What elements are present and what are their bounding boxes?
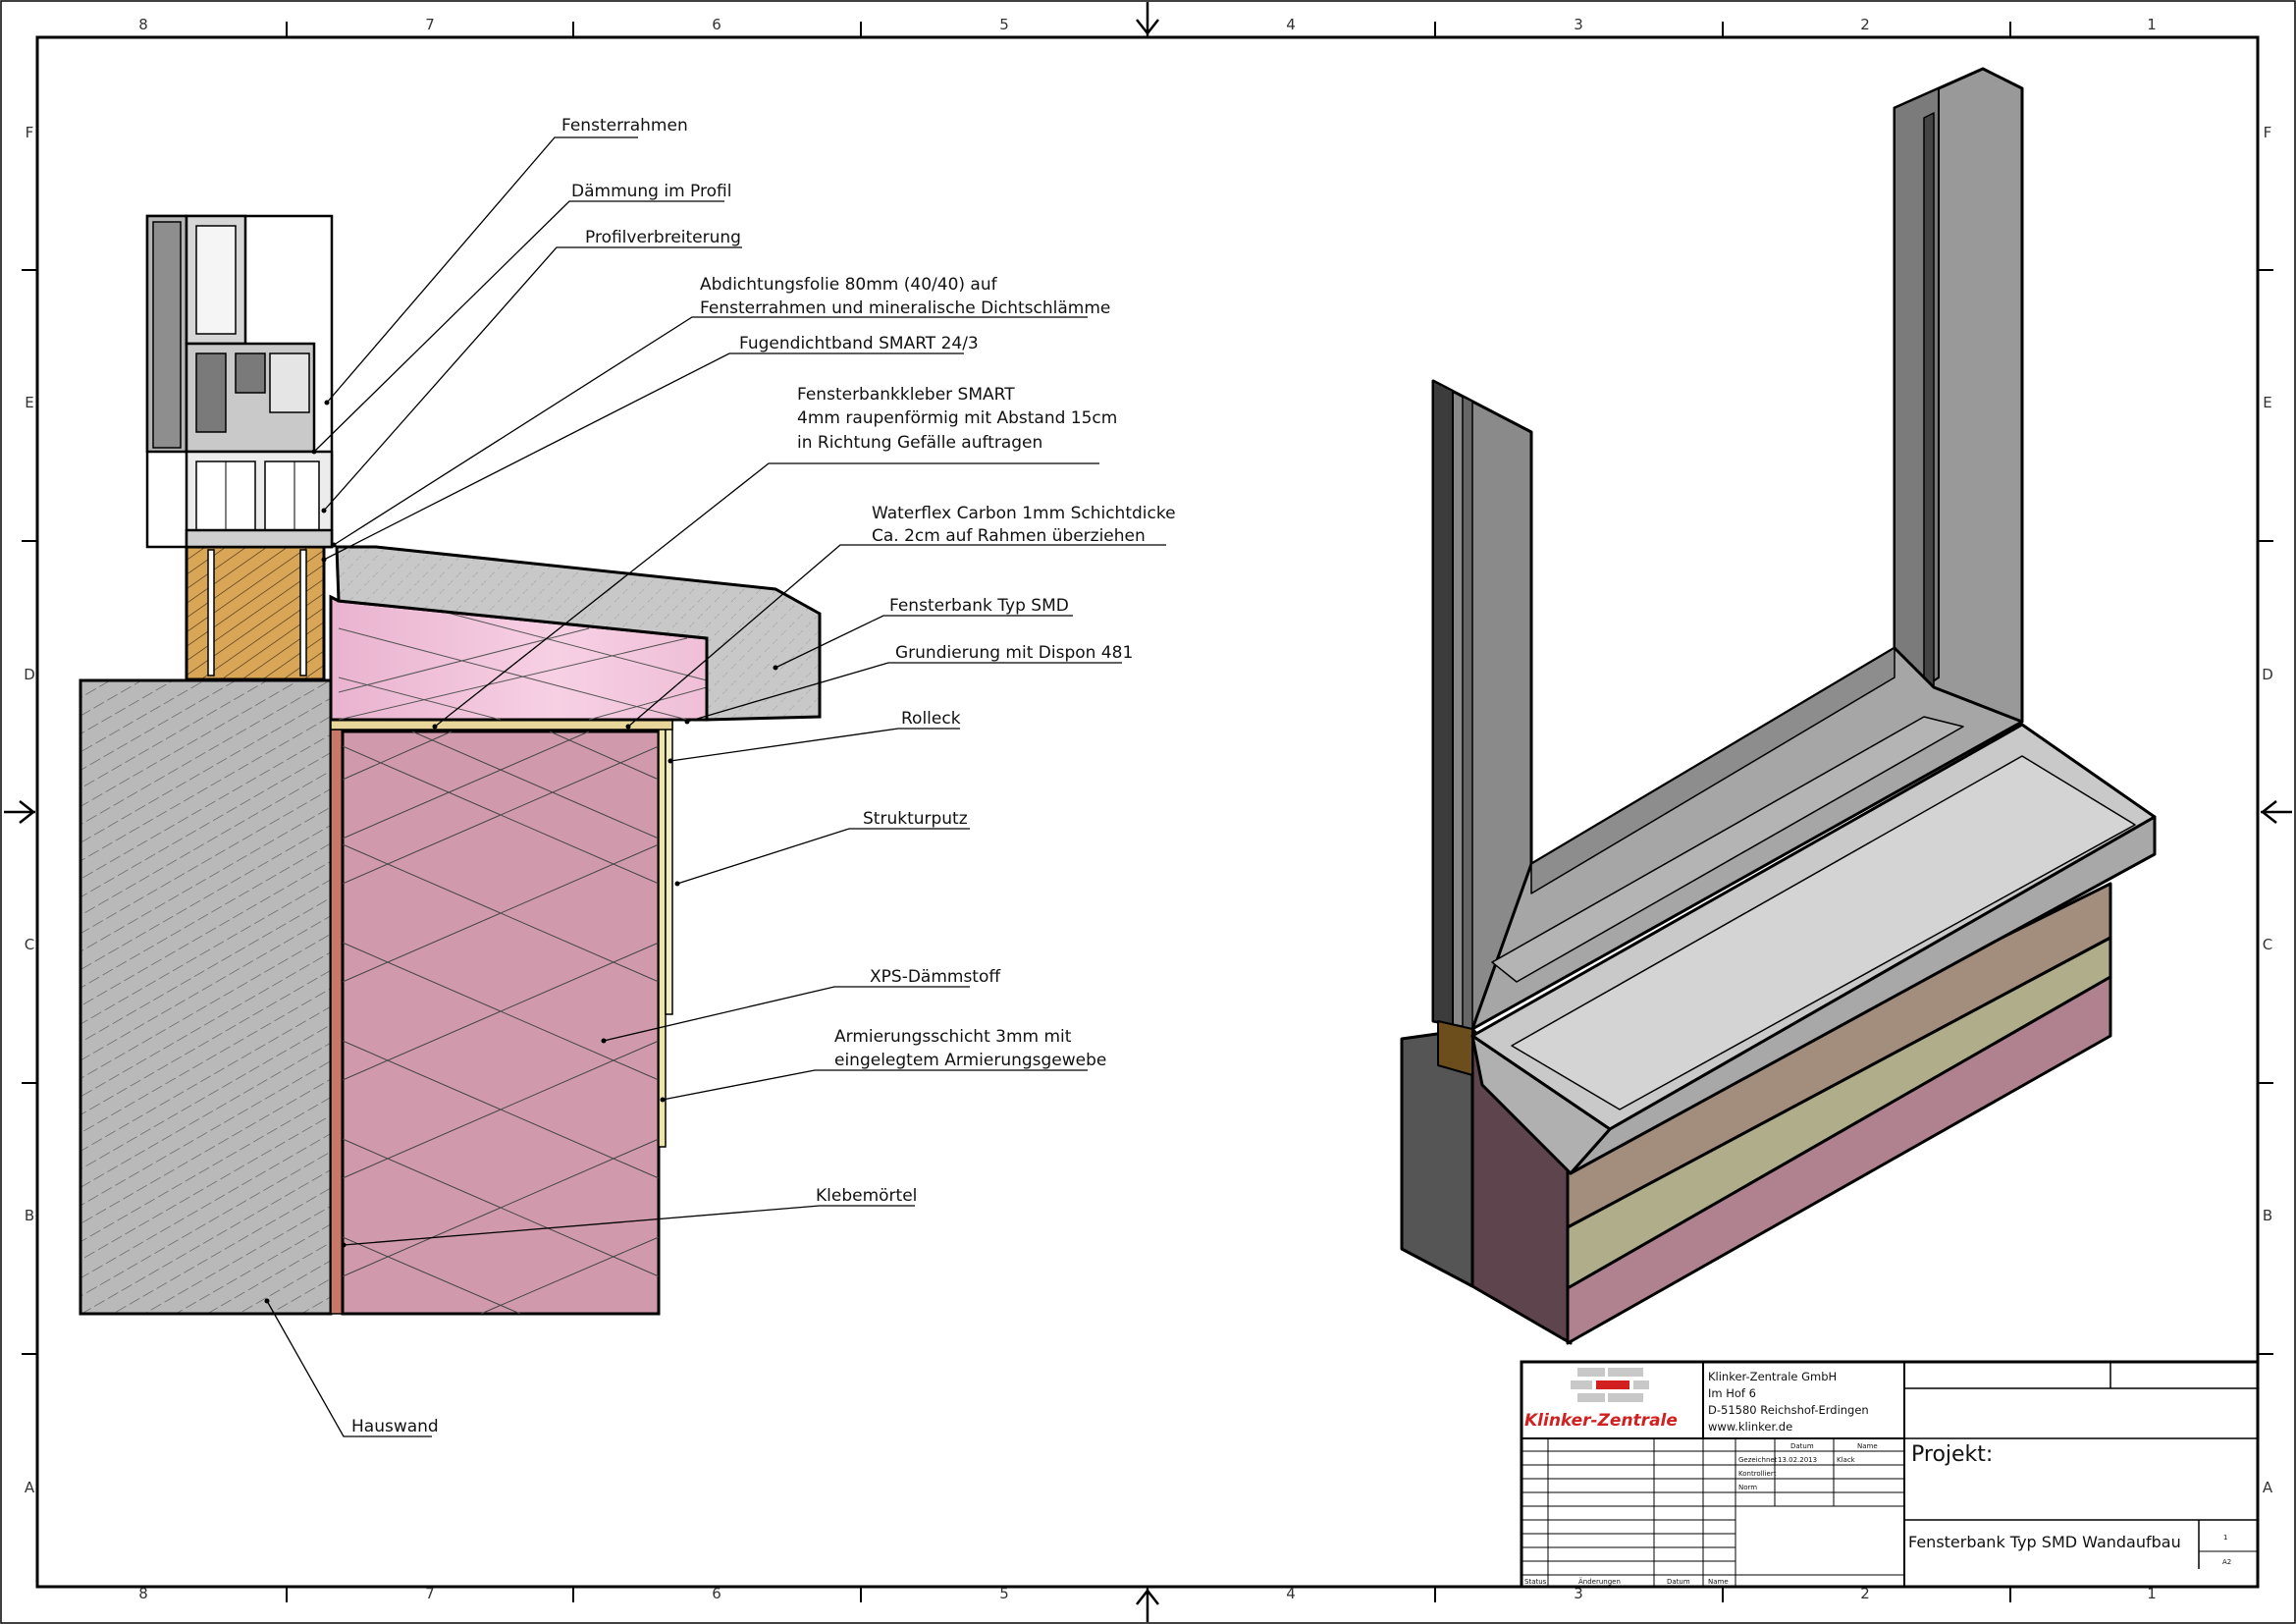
reinforcement-layer xyxy=(658,726,667,1148)
zone-row-C: C xyxy=(2263,936,2272,953)
zone-column-3: 3 xyxy=(1574,16,1583,33)
label-waterflex-2: Ca. 2cm auf Rahmen überziehen xyxy=(872,526,1146,546)
label-fensterbankkleber-2: 4mm raupenförmig mit Abstand 15cm xyxy=(797,408,1117,428)
zone-row-A: A xyxy=(2263,1479,2273,1496)
zone-row-F: F xyxy=(26,124,34,141)
drawn-name: Klack xyxy=(1837,1456,1856,1464)
label-profilverbreiterung: Profilverbreiterung xyxy=(585,228,741,247)
adhesive-mortar xyxy=(330,729,344,1315)
label-rolleck: Rolleck xyxy=(901,709,961,729)
label-hauswand: Hauswand xyxy=(351,1417,439,1436)
section-view: Fensterrahmen Dämmung im Profil Profilve… xyxy=(79,116,1176,1437)
xps-insulation xyxy=(341,730,661,1316)
company-line-2: Im Hof 6 xyxy=(1708,1386,1756,1400)
sill-end xyxy=(1470,1034,1612,1175)
drawing-title: Fensterbank Typ SMD Wandaufbau xyxy=(1908,1533,2181,1551)
sheet-number: 1 xyxy=(2223,1534,2227,1542)
label-abdichtungsfolie-2: Fensterrahmen und mineralische Dichtschl… xyxy=(700,298,1110,318)
label-fensterbank-typ-smd: Fensterbank Typ SMD xyxy=(889,596,1069,616)
header-name: Name xyxy=(1857,1442,1878,1450)
paper-format: A2 xyxy=(2222,1558,2231,1566)
drawn-date: 13.02.2013 xyxy=(1778,1456,1817,1464)
col-aenderungen: Änderungen xyxy=(1578,1577,1621,1586)
centering-marks xyxy=(4,2,2292,1622)
label-waterflex-1: Waterflex Carbon 1mm Schichtdicke xyxy=(872,504,1176,523)
logo-icon xyxy=(1571,1368,1649,1402)
zone-row-D: D xyxy=(2262,666,2273,683)
zone-column-5: 5 xyxy=(999,16,1009,33)
zone-row-A: A xyxy=(25,1479,35,1496)
leader-arrowheads xyxy=(264,400,778,1304)
label-grundierung: Grundierung mit Dispon 481 xyxy=(895,643,1133,663)
label-daemmung-im-profil: Dämmung im Profil xyxy=(571,182,731,201)
label-fugendichtband: Fugendichtband SMART 24/3 xyxy=(739,334,979,353)
structure-render xyxy=(665,719,673,1015)
label-armierungsschicht-2: eingelegtem Armierungsgewebe xyxy=(834,1051,1106,1070)
zone-row-E: E xyxy=(2263,394,2271,411)
leader-lines xyxy=(266,136,1166,1437)
isometric-view xyxy=(1400,67,2157,1345)
company-line-4: www.klinker.de xyxy=(1708,1420,1792,1434)
label-xps-daemmstoff: XPS-Dämmstoff xyxy=(870,967,1001,987)
zone-row-B: B xyxy=(2263,1207,2272,1224)
zone-column-7: 7 xyxy=(425,1585,435,1602)
zone-row-B: B xyxy=(25,1207,34,1224)
house-wall xyxy=(79,678,333,1316)
zone-column-6: 6 xyxy=(712,1585,721,1602)
col-status: Status xyxy=(1524,1578,1547,1586)
label-fensterbankkleber-3: in Richtung Gefälle auftragen xyxy=(797,433,1042,453)
projekt-label: Projekt: xyxy=(1911,1442,1993,1467)
row-norm: Norm xyxy=(1738,1484,1757,1491)
layer-pink xyxy=(1566,975,2112,1345)
zone-column-8: 8 xyxy=(138,1585,148,1602)
zone-column-4: 4 xyxy=(1286,1585,1296,1602)
label-fensterbankkleber-1: Fensterbankkleber SMART xyxy=(797,385,1015,405)
zone-column-6: 6 xyxy=(712,16,721,33)
col-datum: Datum xyxy=(1667,1578,1690,1586)
window-frame xyxy=(145,214,334,549)
row-gezeichnet: Gezeichnet xyxy=(1738,1456,1778,1464)
zone-column-5: 5 xyxy=(999,1585,1009,1602)
col-name: Name xyxy=(1708,1578,1729,1586)
row-kontrolliert: Kontrolliert xyxy=(1738,1470,1777,1478)
zone-row-C: C xyxy=(25,936,34,953)
zone-column-1: 1 xyxy=(2147,16,2157,33)
zone-column-4: 4 xyxy=(1286,16,1296,33)
header-datum: Datum xyxy=(1790,1442,1814,1450)
window-sill-smd xyxy=(335,545,822,722)
zone-row-D: D xyxy=(24,666,35,683)
zone-column-2: 2 xyxy=(1860,16,1870,33)
title-block xyxy=(1520,1360,2260,1589)
label-fensterrahmen: Fensterrahmen xyxy=(561,116,688,135)
zone-column-7: 7 xyxy=(425,16,435,33)
zone-column-8: 8 xyxy=(138,16,148,33)
zone-column-1: 1 xyxy=(2147,1585,2157,1602)
company-line-1: Klinker-Zentrale GmbH xyxy=(1708,1370,1837,1383)
zone-column-2: 2 xyxy=(1860,1585,1870,1602)
label-abdichtungsfolie-1: Abdichtungsfolie 80mm (40/40) auf xyxy=(700,275,998,295)
logo-text: Klinker-Zentrale xyxy=(1524,1411,1678,1431)
label-klebemoertel: Klebemörtel xyxy=(816,1186,917,1206)
zone-row-F: F xyxy=(2264,124,2272,141)
label-strukturputz: Strukturputz xyxy=(863,809,968,829)
label-armierungsschicht-1: Armierungsschicht 3mm mit xyxy=(834,1027,1072,1047)
company-line-3: D-51580 Reichshof-Erdingen xyxy=(1708,1403,1869,1417)
zone-column-3: 3 xyxy=(1574,1585,1583,1602)
xps-top-crosshatch xyxy=(338,608,708,721)
zone-row-E: E xyxy=(25,394,33,411)
xps-crosshatch xyxy=(342,731,660,1315)
